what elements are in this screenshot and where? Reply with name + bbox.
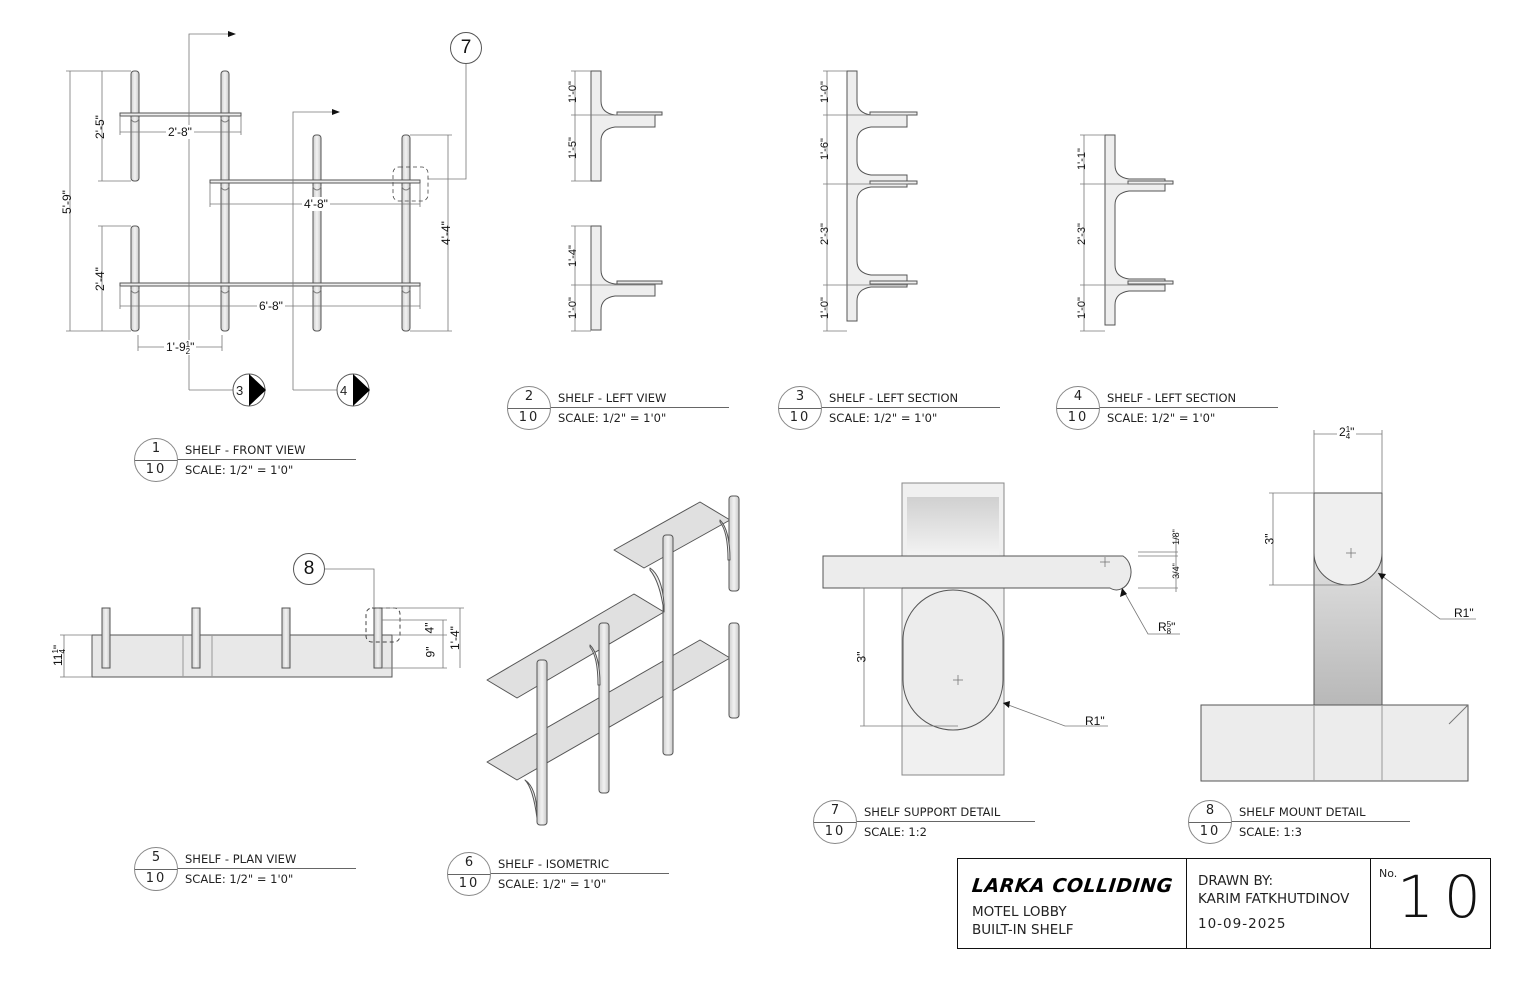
dim-support-thickness: 3/4" xyxy=(1170,563,1181,579)
dim-top-shelf-width: 2'-8" xyxy=(166,125,194,139)
section-marker-3 xyxy=(232,373,266,407)
sheet-number: 10 xyxy=(1397,863,1491,931)
view-number-bubble xyxy=(134,847,178,891)
section4-drawing xyxy=(1104,134,1174,326)
dim-mid-shelf-width: 4'-8" xyxy=(302,197,330,211)
dim-sec3-1: 1'-0" xyxy=(818,81,831,103)
drawn-by-label: DRAWN BY: xyxy=(1198,873,1273,889)
dim-support-height: 3" xyxy=(854,651,869,663)
view-number-bubble xyxy=(447,852,491,896)
dim-support-slot-radius: R1" xyxy=(1085,714,1105,728)
dim-plan-post-depth: 9" xyxy=(423,646,438,658)
title-block-project: LARKA COLLIDING MOTEL LOBBY BUILT-IN SHE… xyxy=(958,859,1187,948)
dim-support-gap: 1/8" xyxy=(1170,529,1181,545)
view-title-left: 2 10 SHELF - LEFT VIEW SCALE: 1/2" = 1'0… xyxy=(507,386,737,430)
dim-right-height: 4'-4" xyxy=(438,221,453,245)
plan-view-drawing xyxy=(91,607,401,678)
project-line-1: MOTEL LOBBY xyxy=(972,904,1067,920)
dim-mount-radius: R1" xyxy=(1454,606,1474,620)
section3-drawing xyxy=(846,70,918,322)
section-marker-4 xyxy=(336,373,370,407)
isometric-drawing xyxy=(486,495,740,826)
view-number-bubble xyxy=(1188,800,1232,844)
dim-plan-overall: 1'-4" xyxy=(447,626,462,650)
view-title-isometric: 6 10 SHELF - ISOMETRIC SCALE: 1/2" = 1'0… xyxy=(447,852,677,896)
drawn-by-name: KARIM FATKHUTDINOV xyxy=(1198,891,1350,907)
dim-overall-height: 5'-9" xyxy=(59,190,74,214)
view-title-plan: 5 10 SHELF - PLAN VIEW SCALE: 1/2" = 1'0… xyxy=(134,847,364,891)
section-marker-3-label[interactable]: 3 xyxy=(236,383,244,398)
view-title-section4: 4 10 SHELF - LEFT SECTION SCALE: 1/2" = … xyxy=(1056,386,1286,430)
dim-plan-post-top: 4" xyxy=(422,622,437,634)
dim-sec3-3: 2'-3" xyxy=(818,223,831,245)
dim-sec4-2: 2'-3" xyxy=(1075,223,1088,245)
dim-left-1: 1'-0" xyxy=(566,81,579,103)
dim-left-4: 1'-0" xyxy=(566,297,579,319)
left-view-drawing xyxy=(590,70,663,331)
dim-mount-height: 3" xyxy=(1262,533,1277,545)
dim-left-2: 1'-5" xyxy=(566,137,579,159)
support-detail-drawing xyxy=(822,482,1132,776)
dim-lower-left-height: 2'-4" xyxy=(92,267,107,291)
detail-callout-7[interactable]: 7 xyxy=(450,32,482,64)
dim-sec3-4: 1'-0" xyxy=(818,297,831,319)
view-number-bubble xyxy=(813,800,857,844)
project-line-2: BUILT-IN SHELF xyxy=(972,922,1074,938)
dim-sec4-1: 1'-1" xyxy=(1075,148,1088,170)
view-number-bubble xyxy=(134,438,178,482)
detail-callout-8[interactable]: 8 xyxy=(293,553,325,585)
title-block: LARKA COLLIDING MOTEL LOBBY BUILT-IN SHE… xyxy=(957,858,1491,949)
title-block-author: DRAWN BY: KARIM FATKHUTDINOV 10-09-2025 xyxy=(1187,859,1371,948)
view-number-bubble xyxy=(1056,386,1100,430)
dim-sec3-2: 1'-6" xyxy=(818,138,831,160)
section-marker-4-label[interactable]: 4 xyxy=(340,383,348,398)
dim-left-3: 1'-4" xyxy=(566,245,579,267)
view-title-front: 1 10 SHELF - FRONT VIEW SCALE: 1/2" = 1'… xyxy=(134,438,364,482)
view-number-bubble xyxy=(778,386,822,430)
view-title-support-detail: 7 10 SHELF SUPPORT DETAIL SCALE: 1:2 xyxy=(813,800,1043,844)
mount-detail-drawing xyxy=(1200,492,1469,782)
drawing-date: 10-09-2025 xyxy=(1198,916,1287,932)
title-block-sheet-number: No. 10 xyxy=(1371,859,1490,948)
view-title-mount-detail: 8 10 SHELF MOUNT DETAIL SCALE: 1:3 xyxy=(1188,800,1418,844)
brand-name: LARKA COLLIDING xyxy=(970,875,1174,897)
dim-sec4-3: 1'-0" xyxy=(1075,297,1088,319)
front-view-drawing xyxy=(119,70,421,332)
view-number-bubble xyxy=(507,386,551,430)
no-label: No. xyxy=(1379,867,1398,880)
view-title-section3: 3 10 SHELF - LEFT SECTION SCALE: 1/2" = … xyxy=(778,386,1008,430)
dim-upper-left-height: 2'-5" xyxy=(92,115,107,139)
dim-bottom-shelf-width: 6'-8" xyxy=(257,299,285,313)
